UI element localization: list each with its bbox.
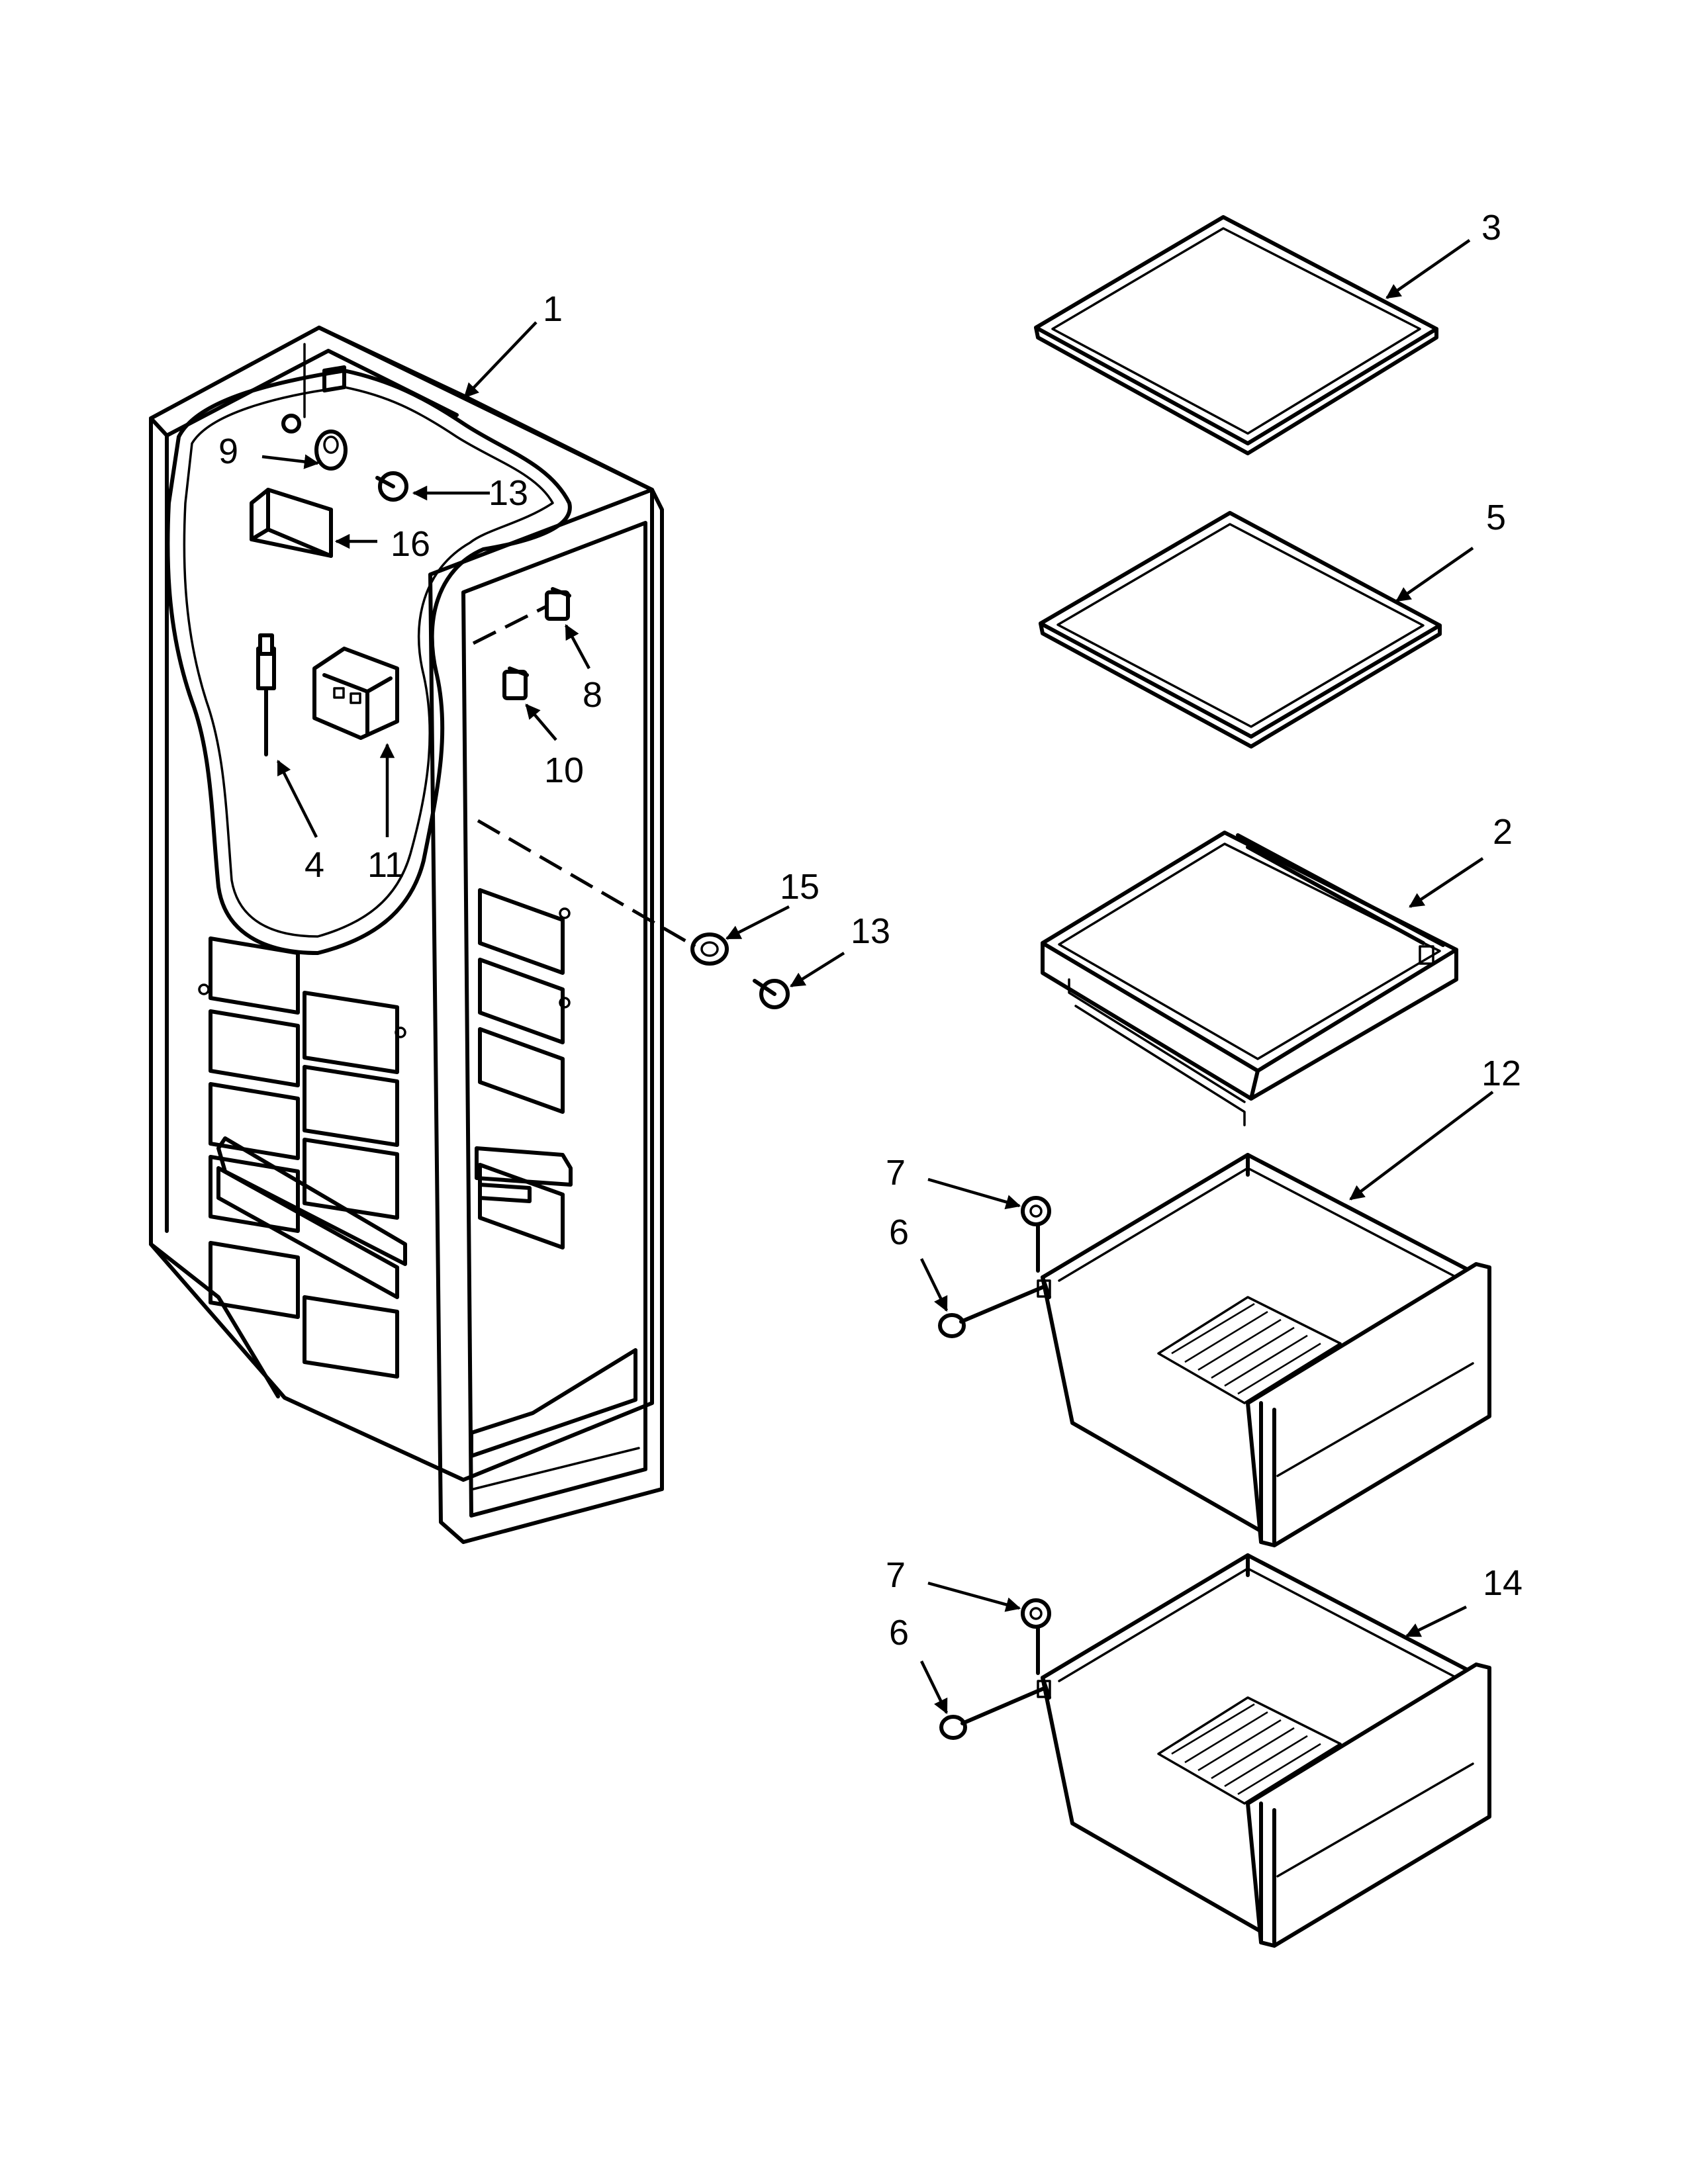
assembly-line-lower	[477, 819, 696, 948]
callout-11: 11	[367, 845, 404, 885]
callout-12: 12	[1481, 1054, 1521, 1093]
callout-8: 8	[583, 675, 602, 715]
lamp-socket-part-15	[690, 933, 729, 966]
callout-4: 4	[305, 845, 324, 885]
callout-15: 15	[780, 867, 820, 907]
control-housing-part-11	[312, 647, 399, 740]
callout-6-lower: 6	[889, 1613, 909, 1653]
callout-1: 1	[543, 289, 563, 329]
crisper-drawer-part-12	[1037, 1153, 1491, 1547]
callout-13-upper: 13	[489, 473, 528, 513]
callout-13-lower: 13	[851, 911, 890, 951]
screw-part-6-upper	[938, 1285, 1045, 1338]
callout-3: 3	[1481, 208, 1501, 248]
callout-7-upper: 7	[886, 1153, 906, 1193]
leader-lines	[261, 239, 1494, 1715]
callout-labels: 1 2 3 4 5 6 6 7 7 8 9 10 11 12 13 13 14 …	[218, 208, 1523, 1653]
refrigerator-liner	[149, 326, 664, 1544]
light-bulb-part-13-upper	[375, 471, 408, 502]
callout-7-lower: 7	[886, 1555, 906, 1595]
light-cover-part-16	[250, 488, 333, 558]
glass-shelf-part-5	[1039, 511, 1442, 749]
callout-14: 14	[1483, 1563, 1523, 1603]
assembly-line-upper	[472, 604, 549, 645]
light-socket-part-9	[281, 414, 348, 471]
callout-2: 2	[1493, 812, 1513, 852]
light-bulb-part-13-lower	[753, 979, 790, 1009]
callout-16: 16	[391, 524, 430, 564]
switch-part-8	[545, 587, 571, 621]
screw-part-6-lower	[939, 1687, 1045, 1740]
switch-part-10	[502, 666, 529, 700]
callout-9: 9	[218, 432, 238, 471]
callout-5: 5	[1486, 498, 1506, 537]
roller-part-7-upper	[1021, 1196, 1051, 1273]
crisper-drawer-part-14	[1037, 1553, 1491, 1948]
slide-out-shelf-part-2	[1041, 831, 1458, 1126]
roller-part-7-lower	[1021, 1598, 1051, 1675]
callout-10: 10	[544, 751, 584, 790]
glass-shelf-part-3	[1034, 215, 1438, 455]
callout-6-upper: 6	[889, 1212, 909, 1252]
thermistor-part-4	[256, 633, 276, 756]
